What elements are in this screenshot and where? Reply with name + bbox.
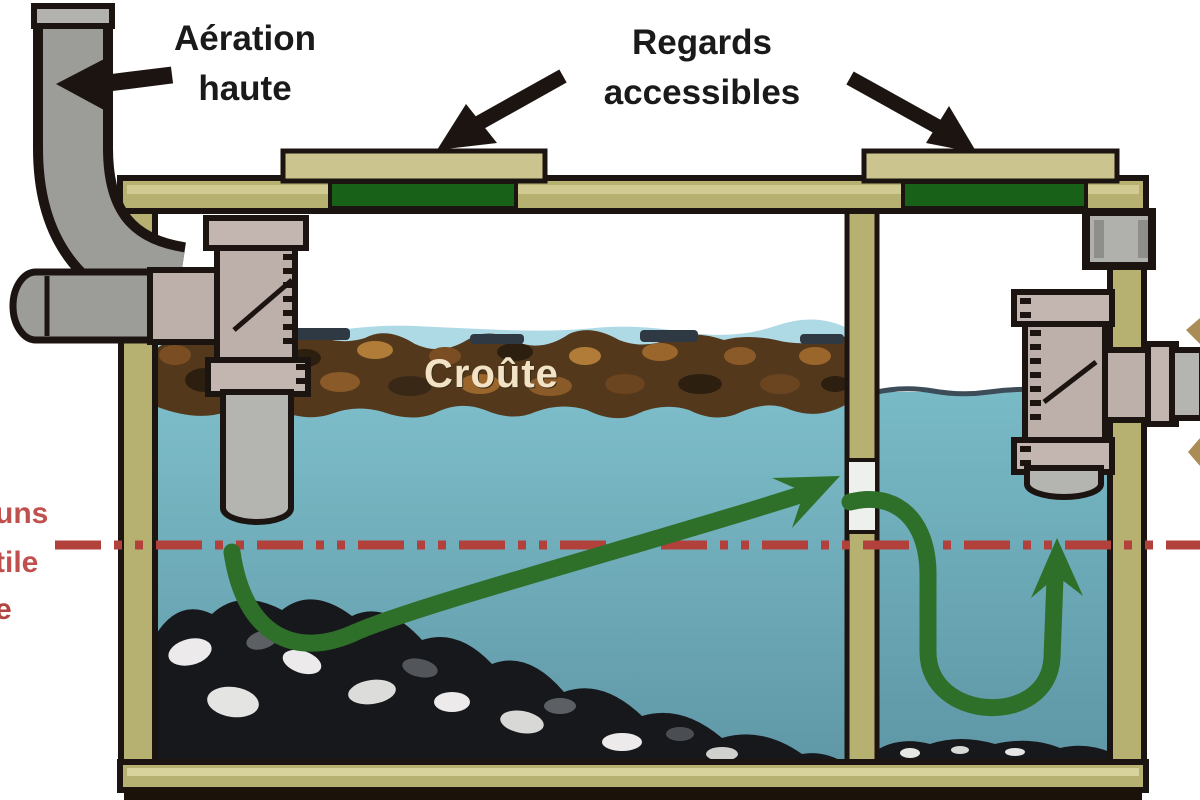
- inspection-opening-right: [901, 180, 1088, 210]
- inlet-dip-pipe: [220, 389, 294, 525]
- inlet-tee-coupling: [205, 357, 311, 397]
- inlet-tee-hatching: [283, 254, 306, 384]
- inspection-opening-left: [328, 180, 518, 210]
- floor-shadow-bar: [124, 788, 1142, 800]
- regards-left-arrow-head: [437, 104, 497, 150]
- regards-right-arrow-head: [926, 106, 977, 153]
- inlet-pipe-horizontal: [9, 268, 188, 344]
- wall-vent-collar-shade-right: [1138, 220, 1148, 258]
- outlet-tee: [1011, 289, 1200, 500]
- inlet-tee: [147, 215, 311, 525]
- regards-right-arrow-shaft: [846, 71, 944, 135]
- aeration-arrow-shaft: [98, 66, 174, 93]
- flow-arrow-main: [223, 486, 809, 652]
- outlet-dip-pipe: [1024, 465, 1104, 500]
- outlet-pipework: [1011, 208, 1200, 500]
- crust-label: Croûte: [424, 352, 559, 396]
- right-sludge-highlights: [900, 746, 1025, 758]
- outlet-tee-top-collar: [1011, 289, 1115, 327]
- clipped-left-text-fragment-2: tile: [0, 546, 39, 579]
- lid-highlight: [127, 185, 1139, 194]
- floor-highlight: [127, 768, 1139, 776]
- aeration-arrow-head: [56, 58, 106, 110]
- vent-pipe-top-rim: [31, 3, 115, 29]
- outlet-tee-chamfer: [1042, 360, 1098, 404]
- outlet-pipe-stub: [1169, 347, 1200, 421]
- clipped-arrow-fragment-bottom: [1188, 438, 1200, 466]
- outlet-tee-hatching: [1020, 298, 1041, 466]
- wall-vent-collar-shade-left: [1094, 220, 1104, 258]
- inlet-tee-top-collar: [203, 215, 309, 251]
- access-slab-left: [280, 148, 548, 184]
- flow-arrow-main-head: [772, 476, 840, 528]
- access-slab-right: [861, 148, 1120, 184]
- inlet-tee-chamfer: [232, 278, 294, 332]
- clipped-arrow-fragment-top: [1186, 318, 1200, 344]
- inlet-tee-riser: [214, 243, 298, 369]
- tank-structure: [117, 148, 1149, 800]
- aeration-label: Aération haute: [174, 19, 316, 108]
- clipped-right-annotations: [1186, 318, 1200, 466]
- sludge-highlights: [168, 630, 738, 761]
- wall-vent-collar: [1082, 208, 1156, 270]
- clipped-left-text-fragment-1: uns: [0, 497, 49, 530]
- flow-arrow-second-chamber: [841, 491, 1064, 717]
- clipped-left-text-fragment-3: e: [0, 593, 12, 626]
- inlet-pipework: [9, 3, 311, 525]
- flow-arrow-second-head: [1031, 538, 1083, 598]
- flow-arrows: [223, 476, 1083, 717]
- tank-right-wall: [1107, 203, 1147, 771]
- regards-left-arrow-shaft: [466, 69, 567, 135]
- access-hatches-label: Regards accessibles: [603, 23, 801, 112]
- annotation-arrows: [56, 58, 977, 153]
